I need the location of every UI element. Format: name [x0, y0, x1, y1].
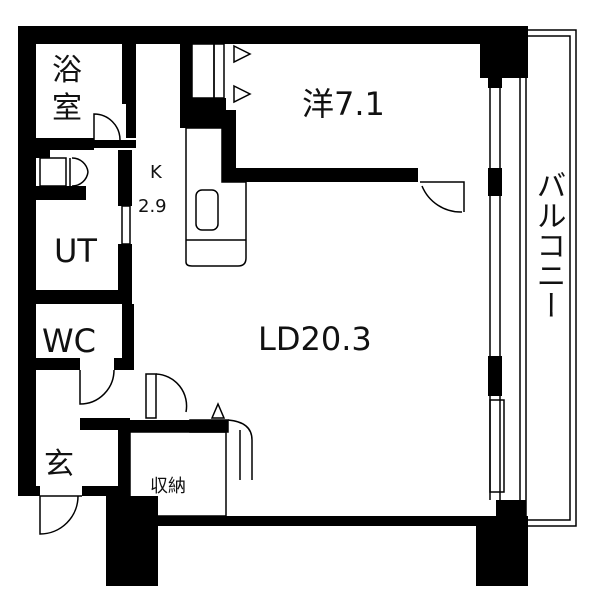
living-dining-label: LD20.3	[258, 320, 372, 358]
thin-lines	[21, 43, 505, 535]
western-room-label: 洋7.1	[302, 85, 385, 123]
entrance-label: 玄	[44, 447, 74, 482]
toilet-label: WC	[42, 322, 96, 360]
kitchen-letter-label: K	[150, 162, 163, 183]
bath-label-line1: 浴	[52, 53, 82, 88]
kitchen-size-label: 2.9	[138, 196, 167, 217]
storage-label: 収納	[150, 476, 186, 497]
walls	[18, 26, 528, 586]
utility-label: UT	[54, 232, 97, 270]
balcony-outline	[519, 29, 577, 527]
balcony-label: バルコニー	[531, 170, 566, 320]
bath-label-line2: 室	[52, 91, 82, 126]
